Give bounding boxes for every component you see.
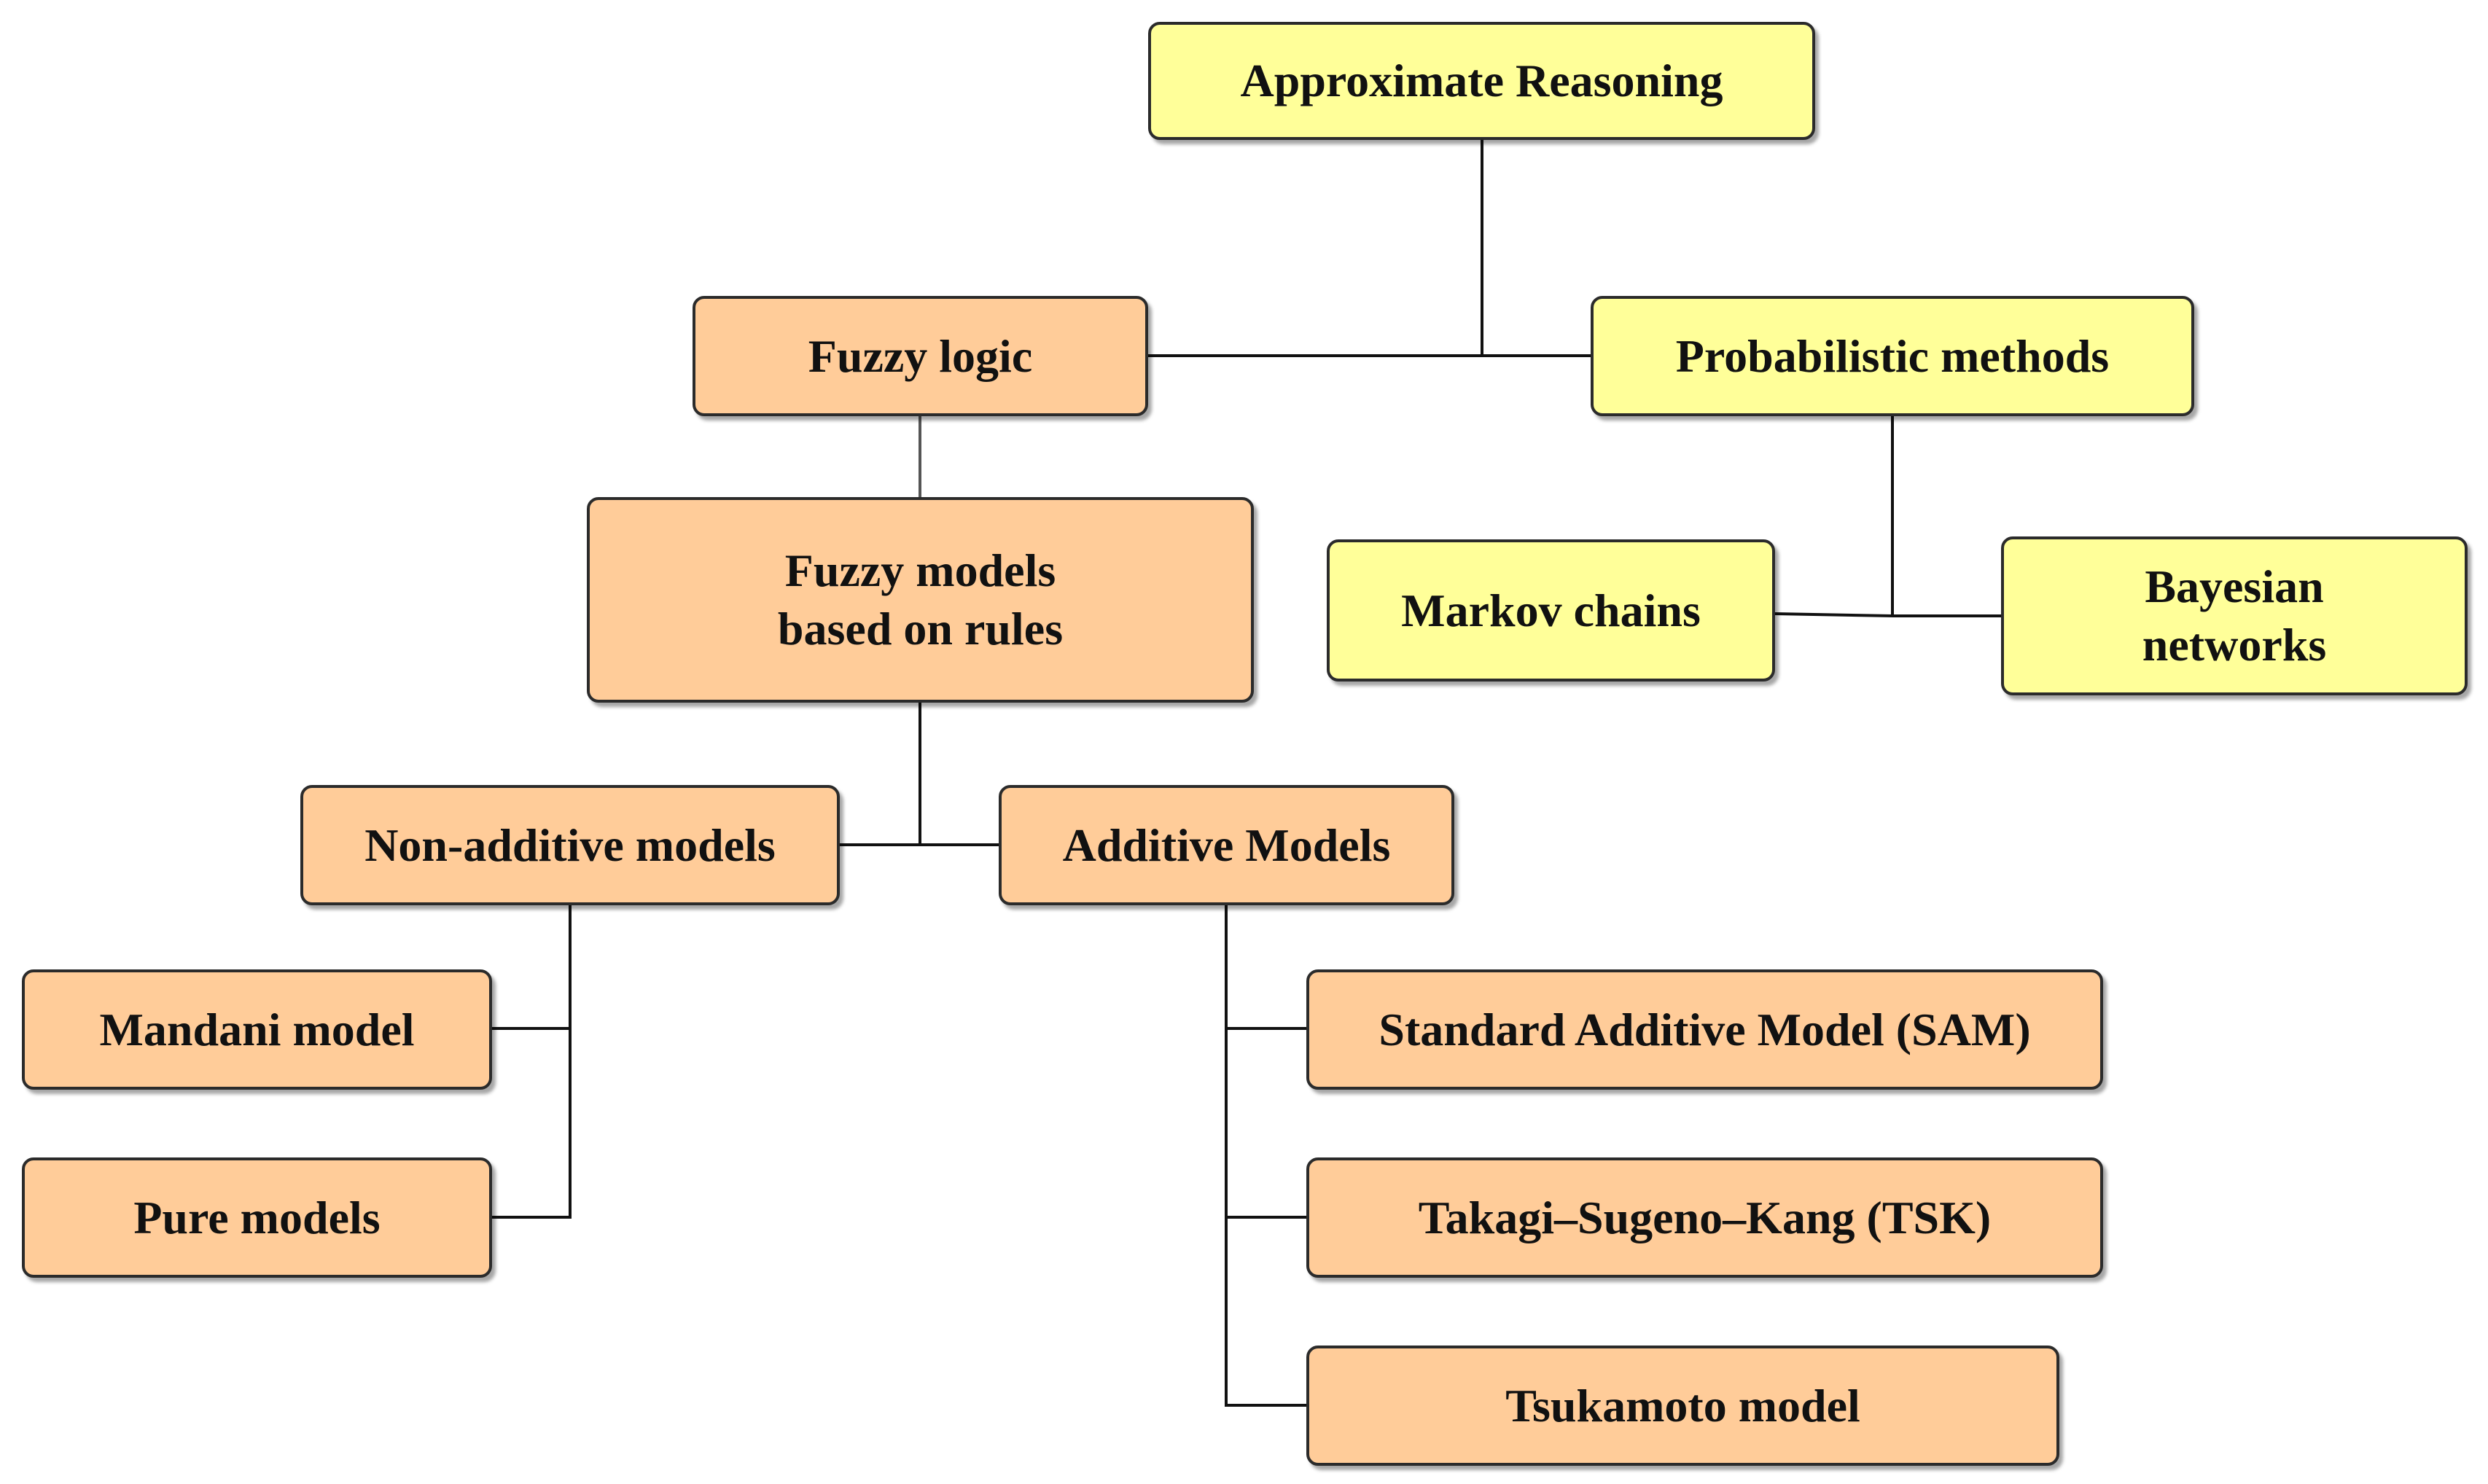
node-label-line-2: based on rules [777, 603, 1064, 655]
edge-add-tsuka [1225, 1217, 1306, 1407]
node-additive-models: Additive Models [999, 785, 1454, 905]
node-label: Fuzzy logic [808, 329, 1033, 382]
node-label: Pure models [133, 1191, 381, 1243]
node-label-line-1: Bayesian [2145, 561, 2324, 612]
node-bayesian-networks: Bayesian networks [2001, 536, 2468, 695]
node-probabilistic-methods: Probabilistic methods [1591, 296, 2194, 416]
node-label: Tsukamoto model [1505, 1379, 1860, 1432]
edge-nonadd-mandani [492, 905, 572, 1030]
node-takagi-sugeno-kang: Takagi–Sugeno–Kang (TSK) [1306, 1157, 2103, 1278]
node-pure-models: Pure models [22, 1157, 492, 1278]
node-label-line-1: Fuzzy models [784, 544, 1056, 596]
edge-prob-markov [1774, 416, 1894, 618]
node-label: Mandani model [99, 1003, 415, 1055]
node-approximate-reasoning: Approximate Reasoning [1148, 22, 1815, 140]
node-tsukamoto-model: Tsukamoto model [1306, 1346, 2059, 1466]
node-label: Non-additive models [364, 819, 776, 871]
node-label: Markov chains [1401, 584, 1701, 636]
node-label: Standard Additive Model (SAM) [1378, 1003, 2031, 1055]
node-label: Additive Models [1062, 819, 1391, 871]
edge-add-tsk [1225, 1028, 1306, 1219]
node-label: Probabilistic methods [1675, 329, 2110, 382]
node-fuzzy-models-based-on-rules: Fuzzy models based on rules [587, 497, 1254, 703]
edge-rules-nonadd [840, 703, 921, 846]
node-label-line-2: networks [2142, 619, 2327, 671]
node-label: Takagi–Sugeno–Kang (TSK) [1418, 1191, 1992, 1243]
edge-approx-fuzzy [1148, 140, 1483, 357]
node-fuzzy-logic: Fuzzy logic [693, 296, 1148, 416]
edge-add-sam [1225, 905, 1306, 1030]
node-markov-chains: Markov chains [1327, 539, 1775, 682]
node-mandani-model: Mandani model [22, 969, 492, 1090]
node-standard-additive-model: Standard Additive Model (SAM) [1306, 969, 2103, 1090]
node-label: Approximate Reasoning [1240, 55, 1723, 106]
edge-nonadd-pure [492, 1028, 572, 1219]
node-non-additive-models: Non-additive models [300, 785, 840, 905]
